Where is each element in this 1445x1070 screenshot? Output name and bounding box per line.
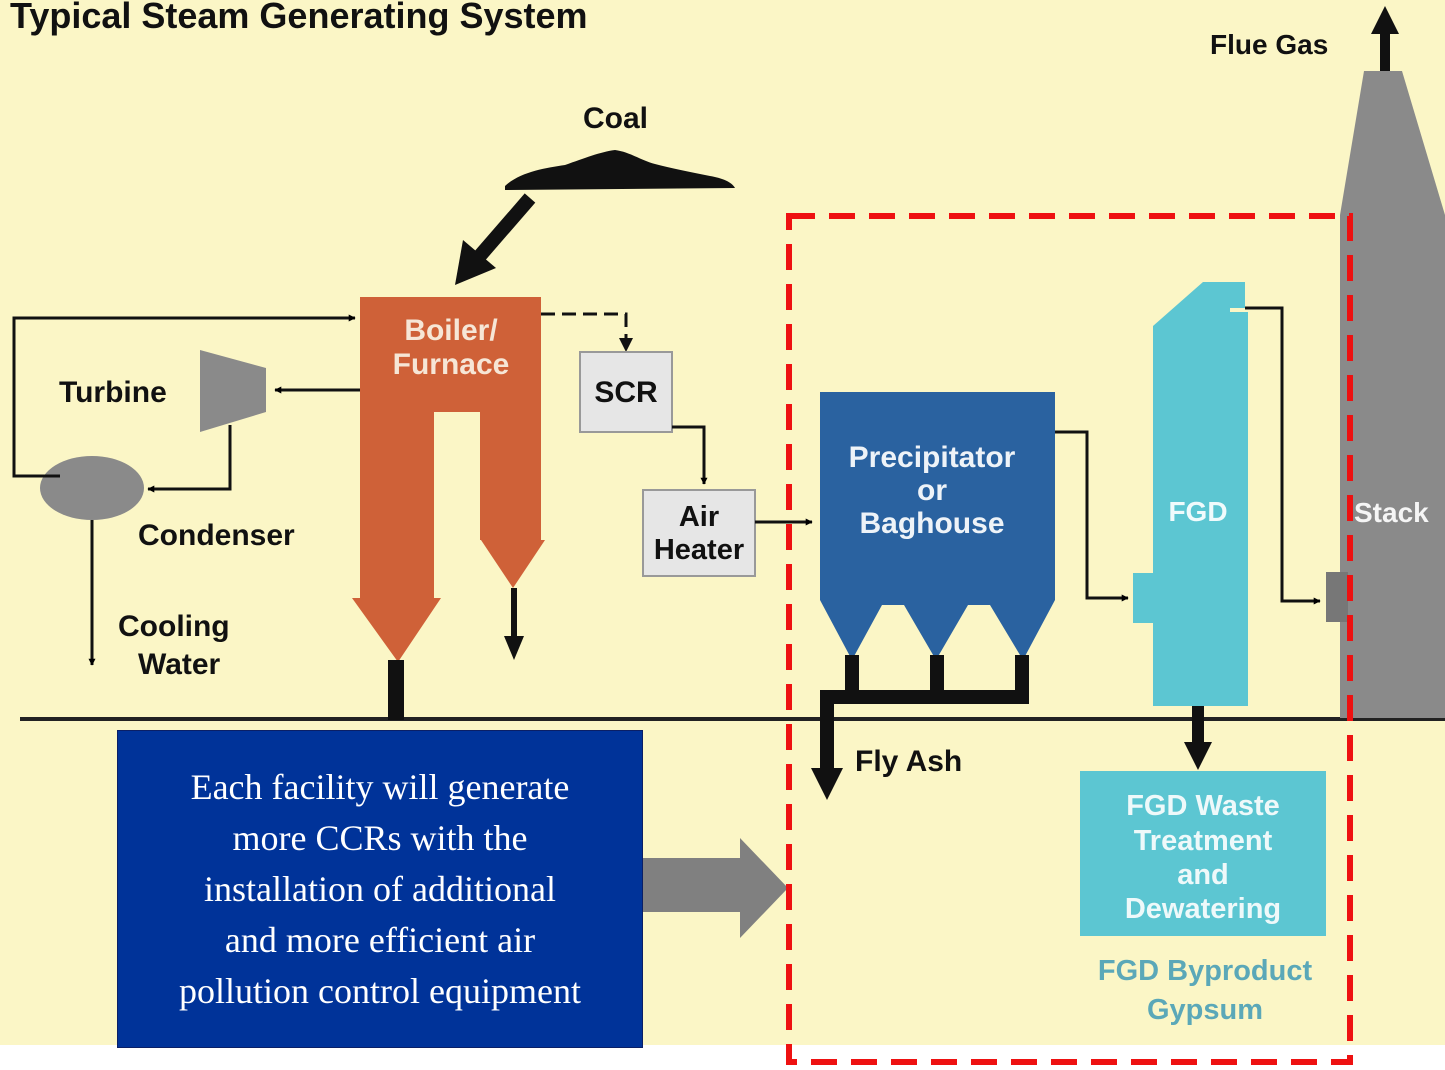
cooling-water-label-line1: Cooling xyxy=(118,610,230,643)
coal-label: Coal xyxy=(583,102,648,135)
scr-label: SCR xyxy=(594,376,658,409)
precipitator-label-line3: Baghouse xyxy=(859,507,1004,540)
water-loop-lines xyxy=(12,314,360,666)
flue-gas-label: Flue Gas xyxy=(1210,29,1328,60)
precipitator-label-line2: or xyxy=(917,474,947,507)
scr-air-heater-line xyxy=(672,425,708,485)
fgd-waste-label-line2: Treatment xyxy=(1134,825,1273,857)
bottom-ash-pipe xyxy=(388,660,404,720)
air-heater-label-line1: Air xyxy=(679,501,719,533)
fgd-waste-label-line1: FGD Waste xyxy=(1126,790,1280,822)
precipitator-fgd-line xyxy=(1055,430,1129,602)
fgd-waste-label-line3: and xyxy=(1177,859,1229,891)
precipitator-baghouse xyxy=(820,392,1055,660)
highlight-region xyxy=(786,213,1353,1065)
stack xyxy=(1340,71,1445,718)
fgd-waste-arrowhead xyxy=(1184,742,1212,770)
fly-ash-arrowhead xyxy=(811,768,843,800)
boiler-label-line1: Boiler/ xyxy=(404,314,498,347)
callout-pointer-arrow xyxy=(643,838,788,938)
fgd-label: FGD xyxy=(1168,496,1227,527)
coal-pile-icon xyxy=(505,150,735,190)
callout-text: Each facility will generate more CCRs wi… xyxy=(179,766,581,1011)
boiler-scr-arrowhead xyxy=(619,338,633,352)
turbine-label: Turbine xyxy=(59,376,167,409)
fgd-absorber xyxy=(1153,282,1248,706)
condenser-icon xyxy=(40,456,144,520)
flue-gas-arrowhead xyxy=(1371,6,1399,34)
diagram-title: Typical Steam Generating System xyxy=(10,0,588,36)
condenser-label: Condenser xyxy=(138,519,295,552)
fgd-inlet xyxy=(1133,573,1157,623)
fgd-byproduct-label-line2: Gypsum xyxy=(1147,994,1263,1026)
air-heater-box xyxy=(642,489,756,577)
fgd-waste-pipe xyxy=(1192,706,1204,746)
fly-ash-pipes xyxy=(820,655,1029,775)
callout-box: Each facility will generate more CCRs wi… xyxy=(117,730,643,1048)
fgd-waste-treatment-box xyxy=(1080,771,1326,936)
precipitator-label-line1: Precipitator xyxy=(849,441,1016,474)
fgd-waste-label-line4: Dewatering xyxy=(1125,893,1281,925)
fgd-byproduct-label-line1: FGD Byproduct xyxy=(1098,955,1313,987)
coal-feed-arrowhead xyxy=(455,240,496,285)
air-heater-label-line2: Heater xyxy=(654,534,744,566)
cooling-water-label-line2: Water xyxy=(138,648,221,681)
stack-label: Stack xyxy=(1354,497,1429,528)
boiler-furnace xyxy=(352,297,545,662)
boiler-label-line2: Furnace xyxy=(393,348,510,381)
fgd-stack-line xyxy=(1245,306,1321,605)
stack-inlet xyxy=(1326,572,1348,622)
fly-ash-label: Fly Ash xyxy=(855,745,962,778)
boiler-scr-line xyxy=(541,312,628,345)
turbine-icon xyxy=(200,350,266,432)
boiler-right-leg-arrowhead xyxy=(504,636,524,660)
scr-box xyxy=(579,351,673,433)
coal-feed-line xyxy=(472,193,536,263)
